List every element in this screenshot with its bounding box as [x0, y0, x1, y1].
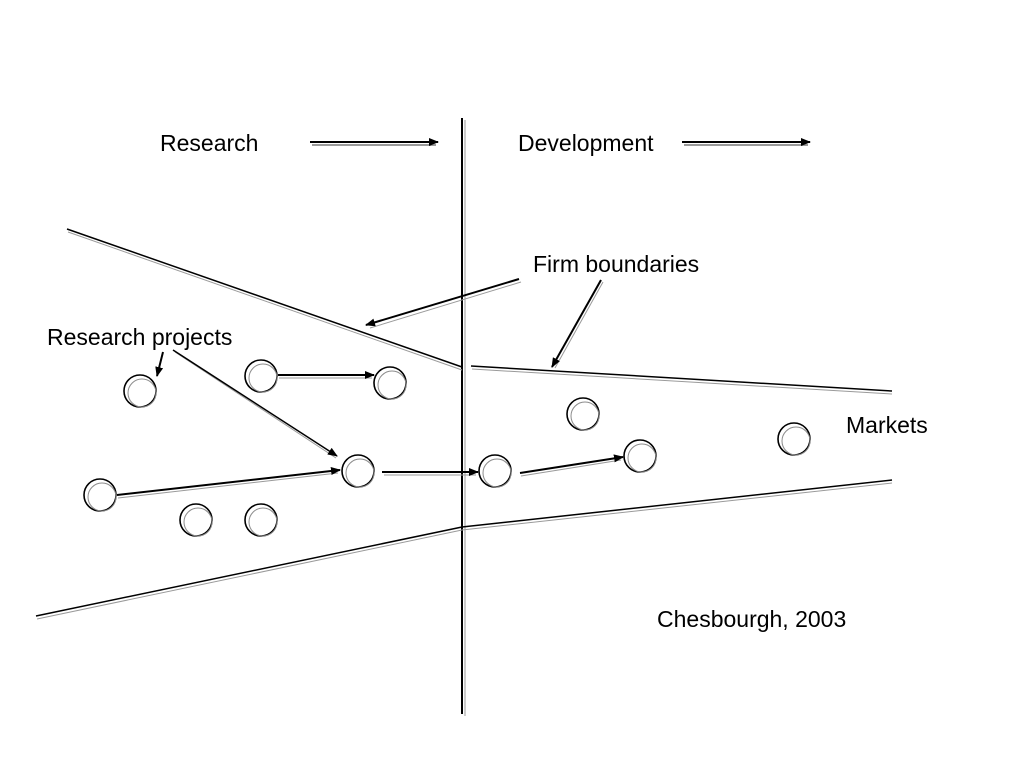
markets-label: Markets	[846, 412, 928, 438]
research-development-divider	[461, 118, 466, 716]
project-flow-arrow	[116, 467, 341, 499]
development-arrow	[682, 138, 811, 146]
project-node	[179, 503, 213, 537]
project-node	[777, 422, 811, 456]
research-label: Research	[160, 130, 258, 156]
project-node	[373, 366, 407, 400]
upper-firm-boundary	[66, 228, 893, 395]
firm-boundaries-pointer-left	[365, 278, 522, 329]
project-flow-arrow	[382, 468, 479, 476]
research-arrow	[310, 138, 439, 146]
research-projects-pointer-short	[155, 351, 164, 377]
research-projects-pointer-long	[172, 349, 338, 459]
project-flow-arrow	[519, 454, 624, 477]
project-node	[478, 454, 512, 488]
development-label: Development	[518, 130, 654, 156]
project-node	[623, 439, 657, 473]
project-node	[244, 503, 278, 537]
project-flow-arrow	[278, 371, 375, 379]
project-node	[566, 397, 600, 431]
lower-firm-boundary	[35, 479, 893, 620]
project-node	[341, 454, 375, 488]
project-node	[83, 478, 117, 512]
firm-boundaries-label: Firm boundaries	[533, 251, 699, 277]
project-node	[123, 374, 157, 408]
citation-label: Chesbourgh, 2003	[657, 606, 846, 632]
firm-boundaries-pointer-right	[551, 279, 604, 369]
research-projects-label: Research projects	[47, 324, 232, 350]
project-node	[244, 359, 278, 393]
